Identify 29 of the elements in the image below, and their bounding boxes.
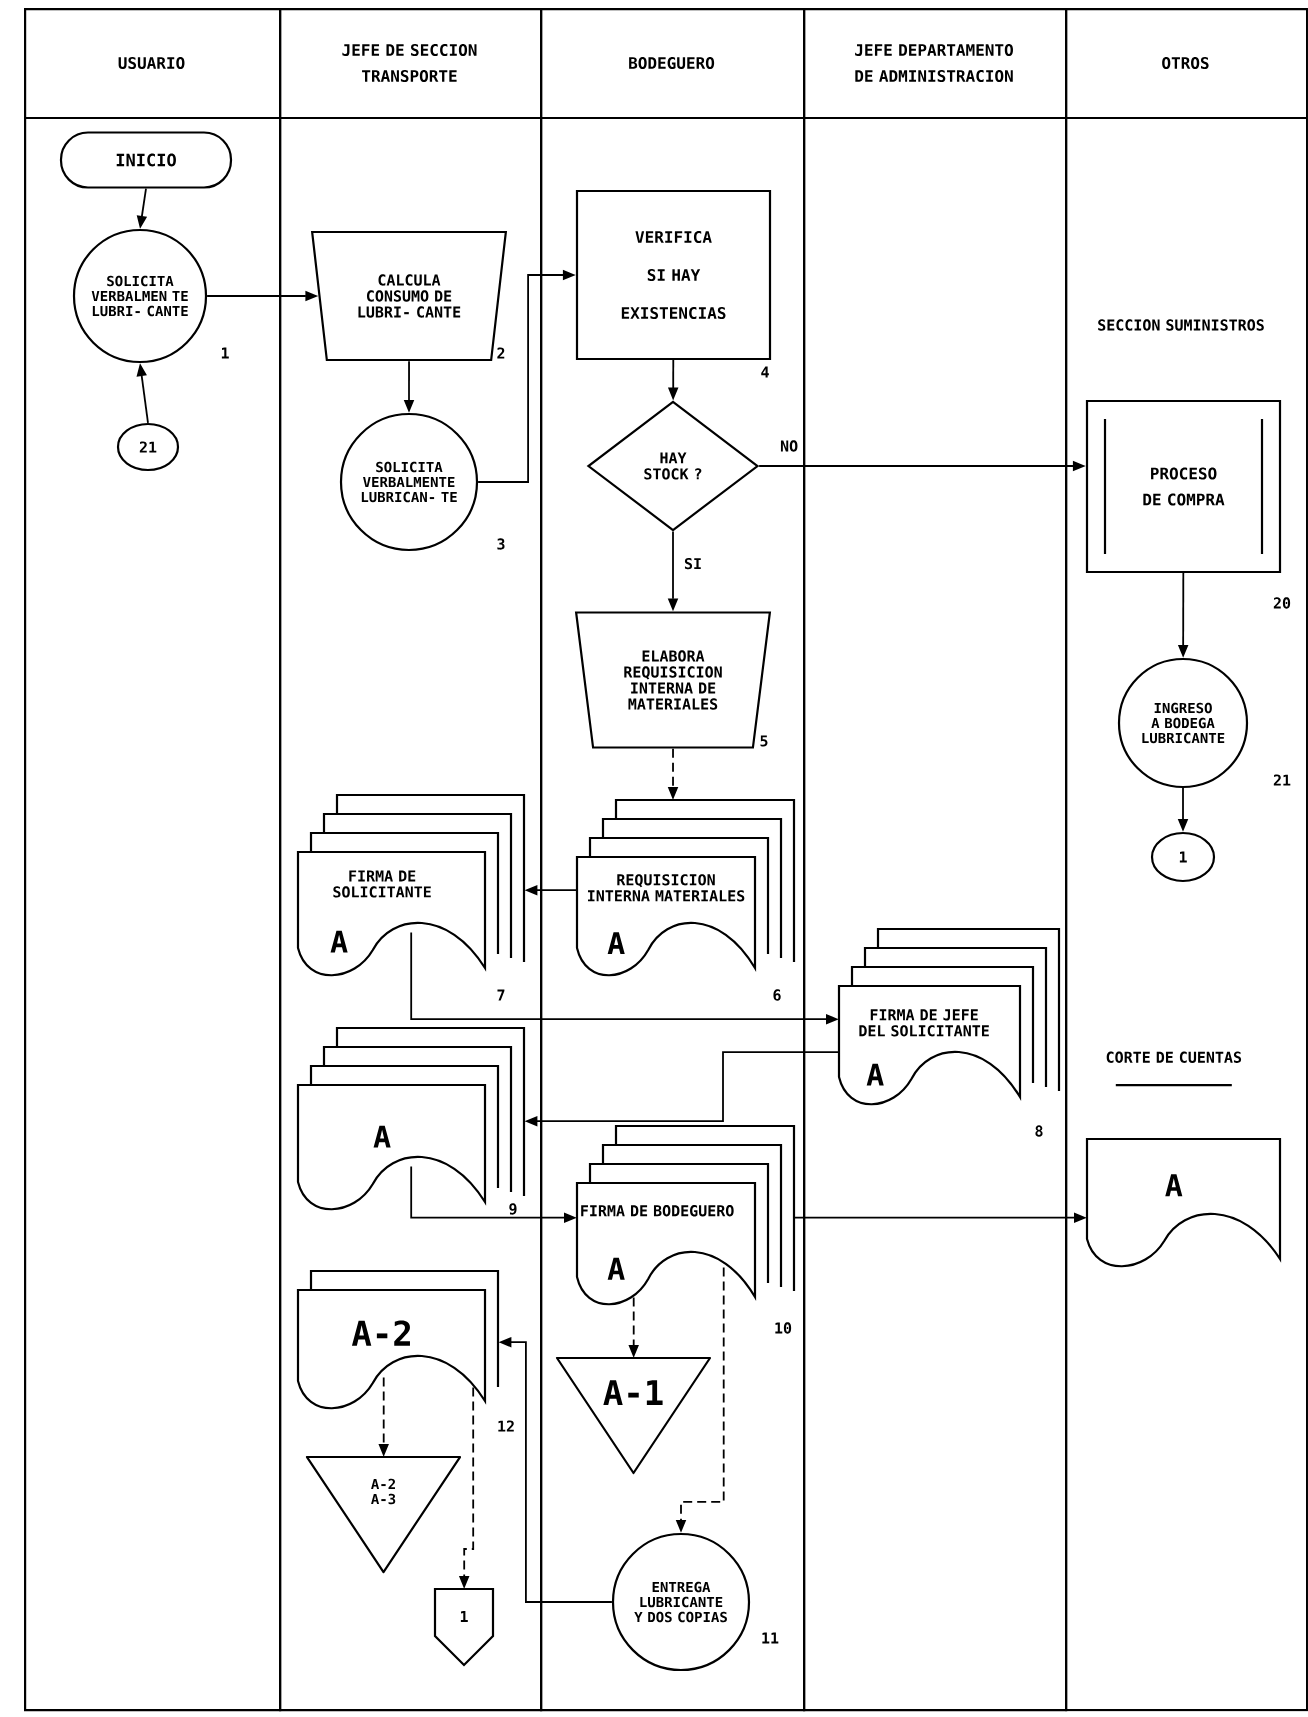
start-terminal: INICIO — [59, 131, 233, 189]
step-number: 1 — [221, 347, 229, 359]
edge-label: NO — [778, 438, 801, 454]
edge-label: SI — [681, 555, 705, 572]
archive-triangle: A-2 A-3 — [305, 1455, 462, 1574]
step-number: 4 — [761, 366, 769, 378]
step-number: 7 — [497, 989, 505, 1001]
off-page-connector: 1 — [433, 1587, 495, 1667]
step-number: 8 — [1035, 1125, 1043, 1137]
step-number: 10 — [775, 1322, 792, 1334]
document-stack: FIRMA DE JEFE DEL SOLICITANTE A — [837, 927, 1061, 1106]
predefined-process-box: SECCION SUMINISTROS PROCESO DE COMPRA — [1085, 319, 1282, 574]
document-stack: FIRMA DE BODEGUERO A — [575, 1124, 796, 1306]
step-number: 3 — [497, 538, 505, 550]
archive-triangle: A-1 — [555, 1356, 712, 1475]
step-number: 2 — [497, 347, 505, 359]
step-number: 9 — [509, 1203, 517, 1215]
step-number: 11 — [762, 1632, 779, 1644]
document-stack: A-2 — [296, 1269, 500, 1410]
step-number: 6 — [773, 989, 781, 1001]
step-number: 5 — [760, 735, 768, 747]
process-box: VERIFICA SI HAY EXISTENCIAS — [575, 189, 772, 361]
step-number: 20 — [1273, 597, 1291, 609]
document-stack: REQUISICION INTERNA MATERIALES A — [575, 798, 796, 977]
step-number: 12 — [498, 1420, 514, 1432]
node-label: CORTE DE CUENTAS — [1106, 1051, 1242, 1063]
document-stack: FIRMA DE SOLICITANTE A — [296, 793, 526, 977]
document-stack: CORTE DE CUENTAS A — [1085, 1051, 1282, 1268]
step-number: 21 — [1273, 774, 1291, 786]
